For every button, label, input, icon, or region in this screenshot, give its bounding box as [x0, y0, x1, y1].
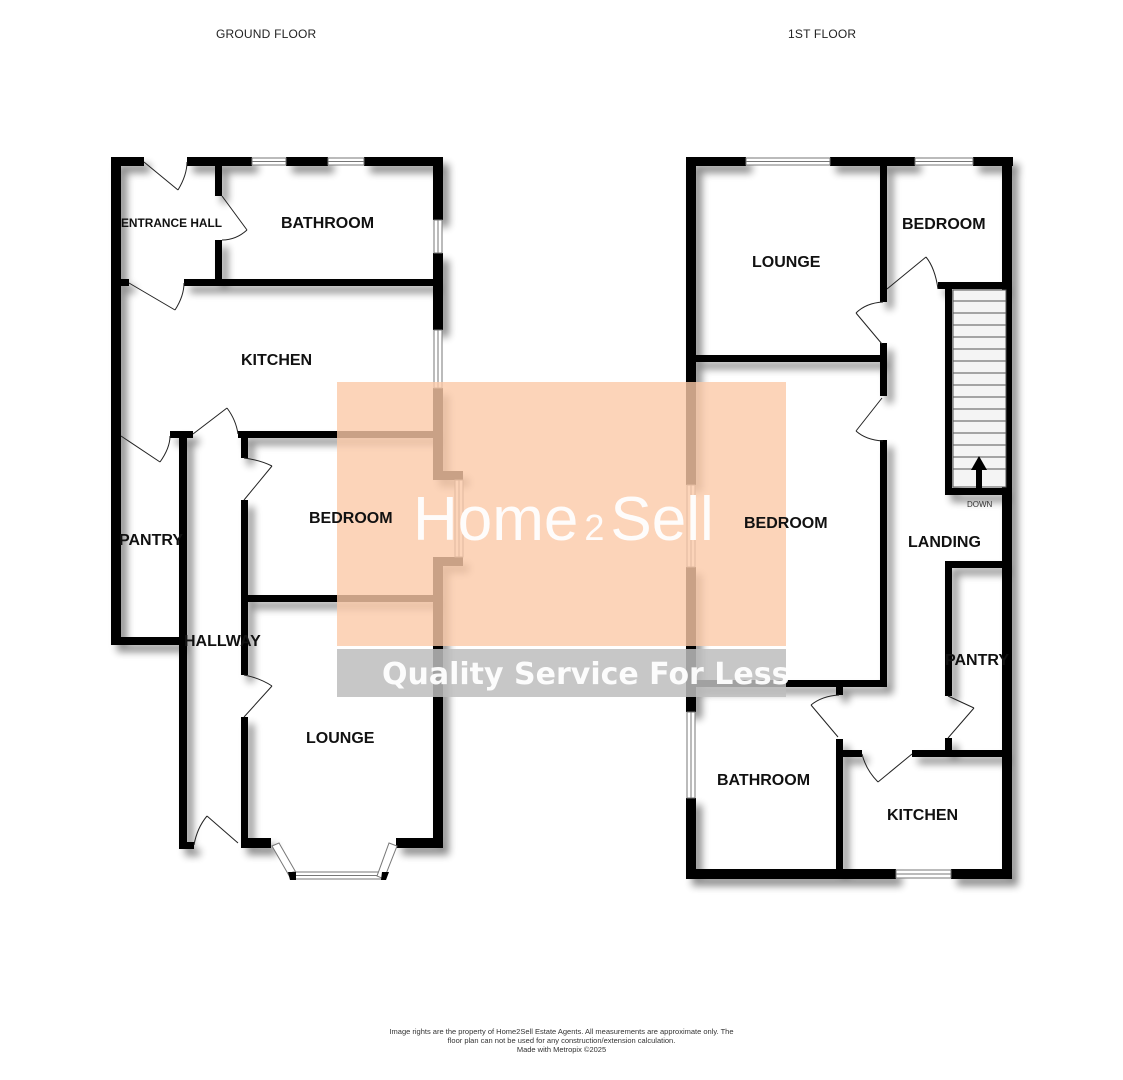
- room-label-first-bathroom: BATHROOM: [717, 772, 810, 789]
- room-label-ground-bedroom: BEDROOM: [309, 510, 393, 527]
- room-label-ground-bathroom: BATHROOM: [281, 215, 374, 232]
- room-label-hallway: HALLWAY: [184, 633, 261, 650]
- room-label-first-kitchen: KITCHEN: [887, 807, 958, 824]
- room-label-ground-lounge: LOUNGE: [306, 730, 375, 747]
- room-label-entrance-hall: ENTRANCE HALL: [121, 216, 222, 230]
- room-label-first-bedroom-large: BEDROOM: [744, 515, 828, 532]
- first-floor-plan: [686, 157, 1013, 879]
- room-label-ground-kitchen: KITCHEN: [241, 352, 312, 369]
- stairs-arrow-up-icon: [971, 456, 987, 490]
- first-floor-labels: LOUNGE BEDROOM BEDROOM LANDING PANTRY BA…: [717, 216, 1009, 824]
- room-label-landing: LANDING: [908, 534, 981, 551]
- ground-floor-title: GROUND FLOOR: [216, 27, 317, 41]
- first-floor-title: 1ST FLOOR: [788, 27, 857, 41]
- watermark-tagline: Quality Service For Less: [382, 657, 789, 692]
- room-label-first-pantry: PANTRY: [945, 652, 1009, 669]
- stairs-down-label: DOWN: [967, 500, 993, 509]
- watermark-tagline-band: [337, 649, 786, 697]
- room-label-first-lounge: LOUNGE: [752, 254, 821, 271]
- watermark-background: [337, 382, 786, 646]
- footer-line-3: Made with Metropix ©2025: [516, 1045, 607, 1054]
- ground-floor-doors: [120, 161, 273, 846]
- first-floor-walls: [686, 157, 1013, 879]
- footer-line-1: Image rights are the property of Home2Se…: [389, 1027, 734, 1036]
- room-label-first-bedroom-small: BEDROOM: [902, 216, 986, 233]
- room-label-ground-pantry: PANTRY: [119, 532, 183, 549]
- ground-floor-labels: ENTRANCE HALL BATHROOM KITCHEN PANTRY HA…: [119, 215, 393, 747]
- footer-line-2: floor plan can not be used for any const…: [447, 1036, 676, 1045]
- staircase[interactable]: [952, 289, 1007, 490]
- footer-disclaimer: Image rights are the property of Home2Se…: [0, 1027, 1123, 1054]
- first-floor-doors: [810, 256, 975, 783]
